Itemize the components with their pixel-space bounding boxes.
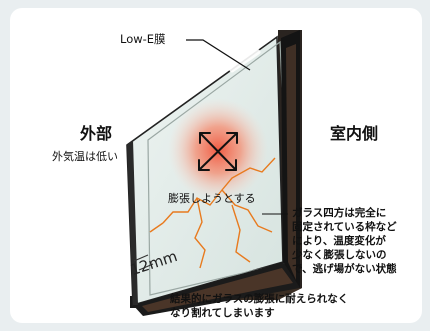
crack-lines [149, 157, 276, 269]
explanation-line: により、温度変化が [292, 235, 386, 247]
explanation-line: 固定されている枠など [292, 221, 397, 233]
frame-left-rim [127, 140, 138, 305]
frame-bottom-inner [142, 268, 293, 312]
result-line: なり割れてしまいます [170, 307, 275, 319]
heat-glow [168, 98, 268, 202]
outside-temp-label: 外気温は低い [52, 150, 118, 163]
frame-right-inner [286, 44, 296, 280]
expanding-label: 膨張しようとする [168, 192, 256, 205]
outside-label: 外部 [80, 124, 113, 143]
explanation-text: ガラス四方は完全に 固定されている枠など により、温度変化が 少なく膨張しないの… [292, 206, 397, 276]
inside-label: 室内側 [330, 124, 379, 143]
result-line: 結果的にガラスの膨張に耐えられなく [170, 293, 349, 305]
glass-highlight [229, 49, 261, 73]
low-e-pointer [186, 39, 251, 71]
explanation-line: 少なく膨張しないの [292, 249, 387, 261]
four-way-arrow-icon [198, 132, 238, 171]
low-e-film-label: Low-E膜 [120, 32, 166, 46]
thickness-bracket [133, 254, 154, 271]
explanation-line: で、逃げ場がない状態 [292, 263, 397, 275]
explanation-line: ガラス四方は完全に [292, 207, 387, 219]
result-text: 結果的にガラスの膨張に耐えられなく なり割れてしまいます [170, 292, 348, 320]
